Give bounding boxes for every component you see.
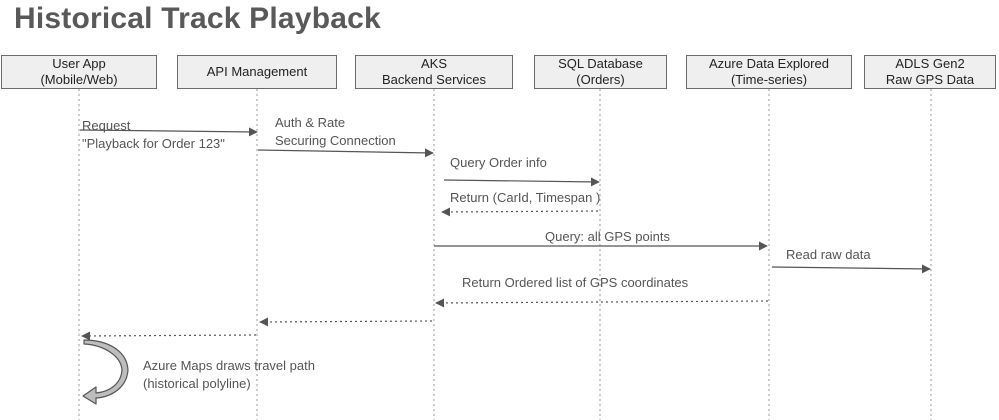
message-label-read-raw: Read raw data xyxy=(786,247,871,262)
participant-sublabel: (Time-series) xyxy=(730,72,808,87)
self-note-detail: (historical polyline) xyxy=(143,376,251,391)
message-label-return-gps: Return Ordered list of GPS coordinates xyxy=(462,275,689,290)
message-label-auth-detail: Securing Connection xyxy=(275,133,396,148)
message-label-request: Request xyxy=(82,118,131,133)
self-note-label: Azure Maps draws travel path xyxy=(143,358,315,373)
message-label-query-gps: Query: all GPS points xyxy=(545,229,670,244)
participant-user-app: User App (Mobile/Web) xyxy=(1,55,157,89)
participant-sublabel: (Mobile/Web) xyxy=(40,72,118,87)
message-arrow-return-carid xyxy=(441,207,599,217)
participant-label: SQL Database xyxy=(558,56,643,71)
participant-label: ADLS Gen2 xyxy=(895,56,965,71)
participant-aks: AKS Backend Services xyxy=(355,55,513,89)
message-label-query-order: Query Order info xyxy=(450,155,547,170)
participant-sql-database: SQL Database (Orders) xyxy=(534,55,667,89)
participant-azure-data-explorer: Azure Data Explored (Time-series) xyxy=(686,55,852,89)
participant-label: API Management xyxy=(206,64,308,79)
participant-label: Azure Data Explored xyxy=(709,56,829,71)
message-arrow-query-order xyxy=(443,177,600,187)
message-label-return-carid: Return (CarId, Timespan ) xyxy=(450,190,600,205)
message-label-request-detail: "Playback for Order 123" xyxy=(82,136,225,151)
message-arrow-return-user xyxy=(81,331,257,341)
participant-api-management: API Management xyxy=(177,55,337,89)
message-label-auth: Auth & Rate xyxy=(275,115,345,130)
message-arrow-return-gps xyxy=(435,298,769,308)
message-arrow-auth xyxy=(257,148,434,158)
participant-sublabel: Backend Services xyxy=(381,72,487,87)
participant-sublabel: (Orders) xyxy=(576,72,625,87)
message-arrow-read-raw xyxy=(771,264,931,274)
message-arrow-return-api xyxy=(259,317,433,327)
participant-adls-gen2: ADLS Gen2 Raw GPS Data xyxy=(864,55,996,89)
participant-label: AKS xyxy=(420,56,447,71)
participant-label: User App xyxy=(52,56,106,71)
diagram-title: Historical Track Playback xyxy=(14,2,381,35)
self-call-arrow-icon xyxy=(82,339,129,405)
message-arrow-request xyxy=(79,127,258,137)
participant-sublabel: Raw GPS Data xyxy=(885,72,975,87)
